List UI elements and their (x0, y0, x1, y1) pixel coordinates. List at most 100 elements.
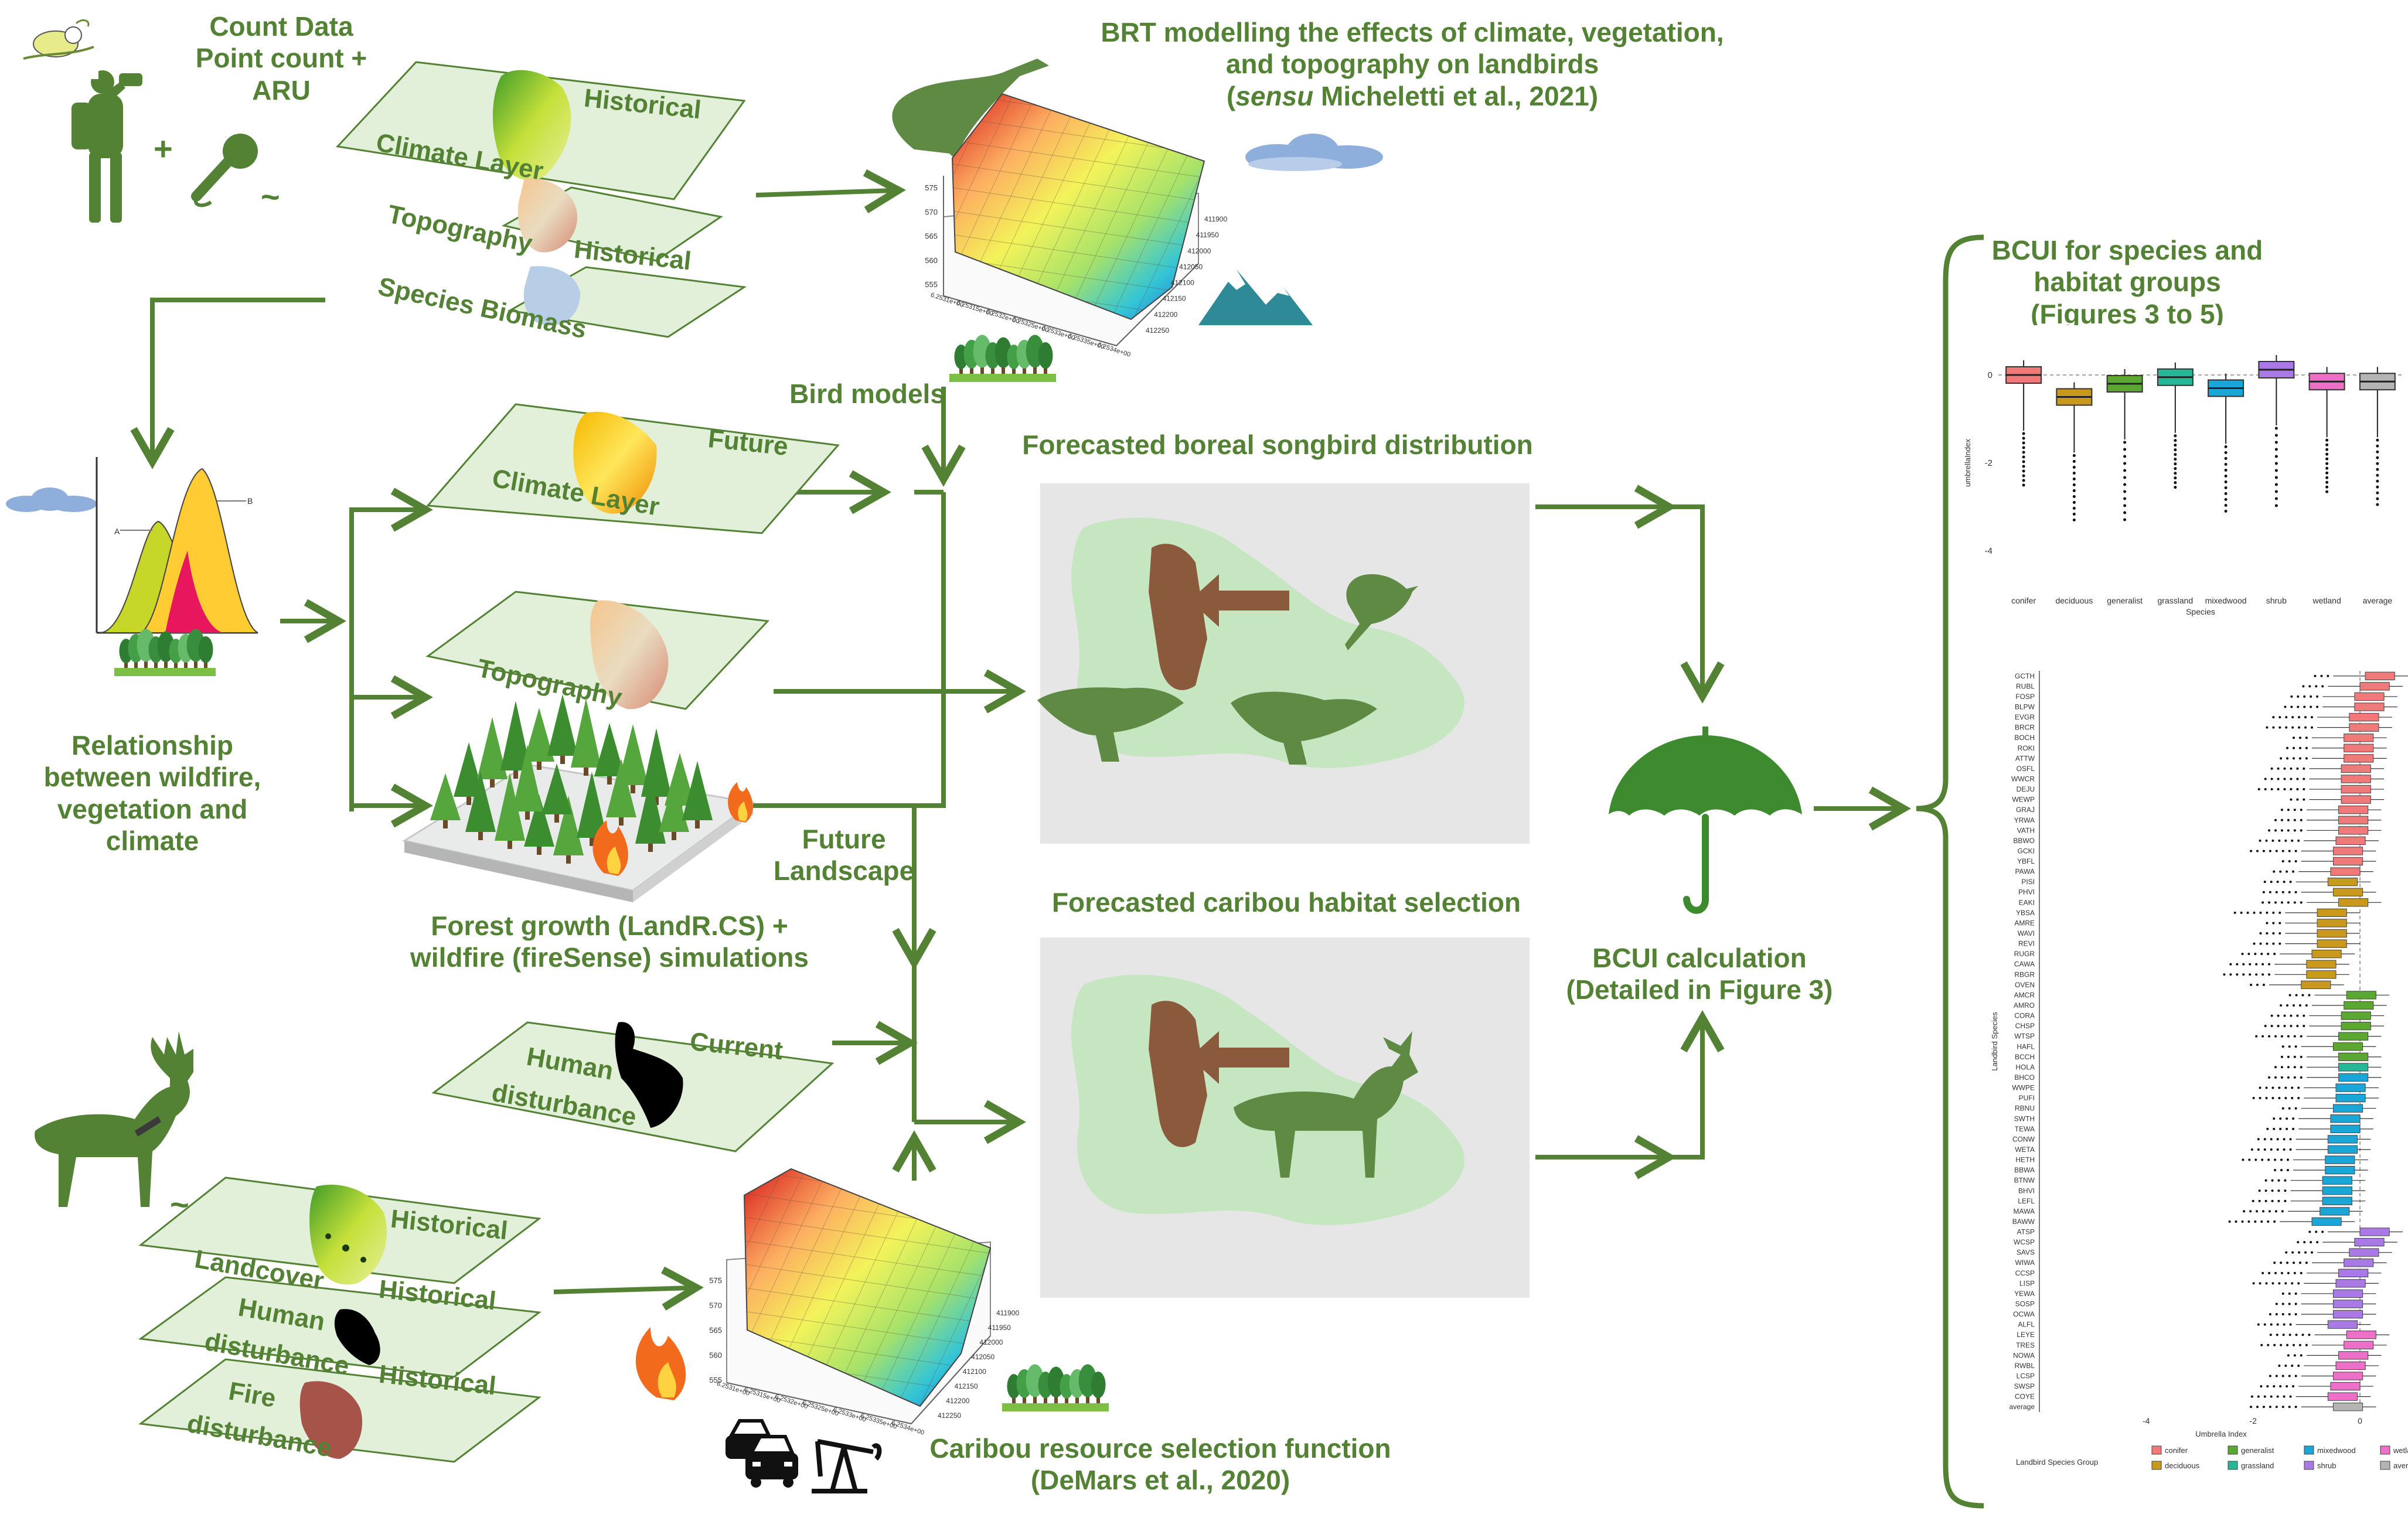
species-outlier (2291, 716, 2294, 719)
boxplot-outlier (2072, 519, 2076, 521)
surface-z-tick: 570 (709, 1301, 722, 1310)
species-outlier (2286, 1004, 2289, 1007)
cone-tree-icon (571, 698, 601, 776)
species-tick-label: YRWA (2014, 816, 2035, 824)
species-outlier (2280, 757, 2283, 760)
boxplot-outlier (2072, 478, 2076, 480)
species-outlier (2294, 1045, 2297, 1048)
boxplot-outlier (2325, 471, 2329, 475)
species-outlier (2272, 911, 2275, 914)
species-tick-label: EAKI (2019, 898, 2035, 906)
legend-label: wetland (2393, 1446, 2408, 1455)
species-outlier (2261, 1035, 2264, 1038)
future-landscape-label: Future Landscape (773, 824, 915, 886)
boxplot-outlier (2174, 467, 2177, 470)
boxplot-outlier (2174, 439, 2177, 442)
boxplot-outlier (2174, 444, 2177, 447)
species-outlier (2300, 1035, 2303, 1038)
cone-tree-icon (454, 742, 484, 805)
species-box (2335, 1279, 2366, 1288)
species-outlier (2247, 1220, 2250, 1223)
surface-y-tick: 412150 (955, 1382, 978, 1390)
species-outlier (2242, 973, 2245, 976)
species-outlier (2292, 870, 2295, 873)
boxplot-outlier (2022, 455, 2025, 459)
species-outlier (2242, 1158, 2244, 1161)
species-box (2338, 1063, 2369, 1072)
brt-bird-icon (892, 59, 1049, 176)
species-outlier (2293, 1055, 2296, 1058)
boxplot-outlier (2224, 451, 2228, 454)
boxplot-outlier (2274, 483, 2278, 486)
species-tick-label: BHCO (2014, 1073, 2035, 1082)
species-outlier (2294, 850, 2297, 852)
species-tick-label: SWSP (2014, 1382, 2035, 1390)
species-outlier (2235, 1220, 2237, 1223)
species-tick-label: BBWO (2013, 837, 2035, 845)
species-outlier (2286, 746, 2289, 749)
species-outlier (2266, 911, 2269, 914)
boxplot-outlier (2123, 490, 2127, 493)
species-outlier (2293, 829, 2296, 832)
boxplot-top-xtick: grassland (2158, 596, 2194, 605)
boxplot-top-ytick: -2 (1985, 458, 1993, 468)
species-outlier (2280, 1066, 2283, 1069)
species-outlier (2267, 953, 2270, 956)
species-outlier (2288, 1107, 2291, 1110)
species-outlier (2289, 1323, 2292, 1326)
species-outlier (2280, 1004, 2283, 1007)
species-box (2344, 754, 2374, 763)
species-box (2332, 1042, 2363, 1051)
species-outlier (2278, 911, 2281, 914)
trees-icon-bottom (1002, 1364, 1109, 1411)
boxplot-outlier (2274, 427, 2278, 430)
species-box (2327, 1392, 2358, 1401)
species-tick-label: WWPE (2012, 1084, 2035, 1092)
boxplot-outlier (2376, 473, 2379, 477)
species-outlier (2280, 809, 2283, 811)
topo-map (517, 178, 577, 253)
species-tick-label: CAWA (2014, 960, 2035, 968)
species-tick-label: TEWA (2015, 1125, 2035, 1133)
species-outlier (2229, 973, 2232, 976)
species-outlier (2260, 1220, 2263, 1223)
boxplot-outlier (2376, 503, 2379, 506)
species-xtick: 0 (2358, 1416, 2362, 1425)
species-outlier (2289, 1148, 2292, 1151)
species-tick-label: AMRO (2014, 1001, 2035, 1010)
legend-swatch (2304, 1445, 2314, 1455)
boxplot-outlier (2224, 480, 2228, 483)
boxplot-outlier (2376, 479, 2379, 483)
species-outlier (2315, 685, 2318, 688)
species-outlier (2278, 1097, 2281, 1100)
species-outlier (2290, 1025, 2293, 1028)
boxplot-outlier (2376, 491, 2379, 495)
species-box (2344, 744, 2374, 752)
species-outlier (2288, 1302, 2291, 1305)
species-outlier (2280, 1055, 2283, 1058)
forest-growth-label: Forest growth (LandR.CS) + wildfire (fir… (410, 910, 809, 973)
species-outlier (2281, 1375, 2284, 1377)
boxplot-top-xtick: conifer (2011, 596, 2036, 605)
plus-sign: + (154, 130, 173, 167)
boxplot-outlier (2224, 498, 2228, 501)
species-outlier (2278, 942, 2281, 945)
species-outlier (2300, 1066, 2303, 1069)
species-outlier (2265, 839, 2268, 842)
species-box (2346, 1331, 2376, 1339)
species-outlier (2269, 1334, 2272, 1336)
species-outlier (2273, 1343, 2276, 1346)
forest-landscape (402, 694, 755, 902)
species-outlier (2289, 1395, 2292, 1398)
species-outlier (2263, 881, 2266, 884)
species-outlier (2223, 973, 2226, 976)
species-tick-label: WWCR (2011, 775, 2035, 783)
relationship-chart: A B (96, 457, 258, 634)
species-box (2332, 1372, 2363, 1380)
species-outlier (2259, 1086, 2261, 1089)
species-outlier (2236, 963, 2239, 966)
tree-icon (198, 636, 213, 668)
species-outlier (2270, 767, 2273, 770)
species-outlier (2314, 674, 2317, 677)
